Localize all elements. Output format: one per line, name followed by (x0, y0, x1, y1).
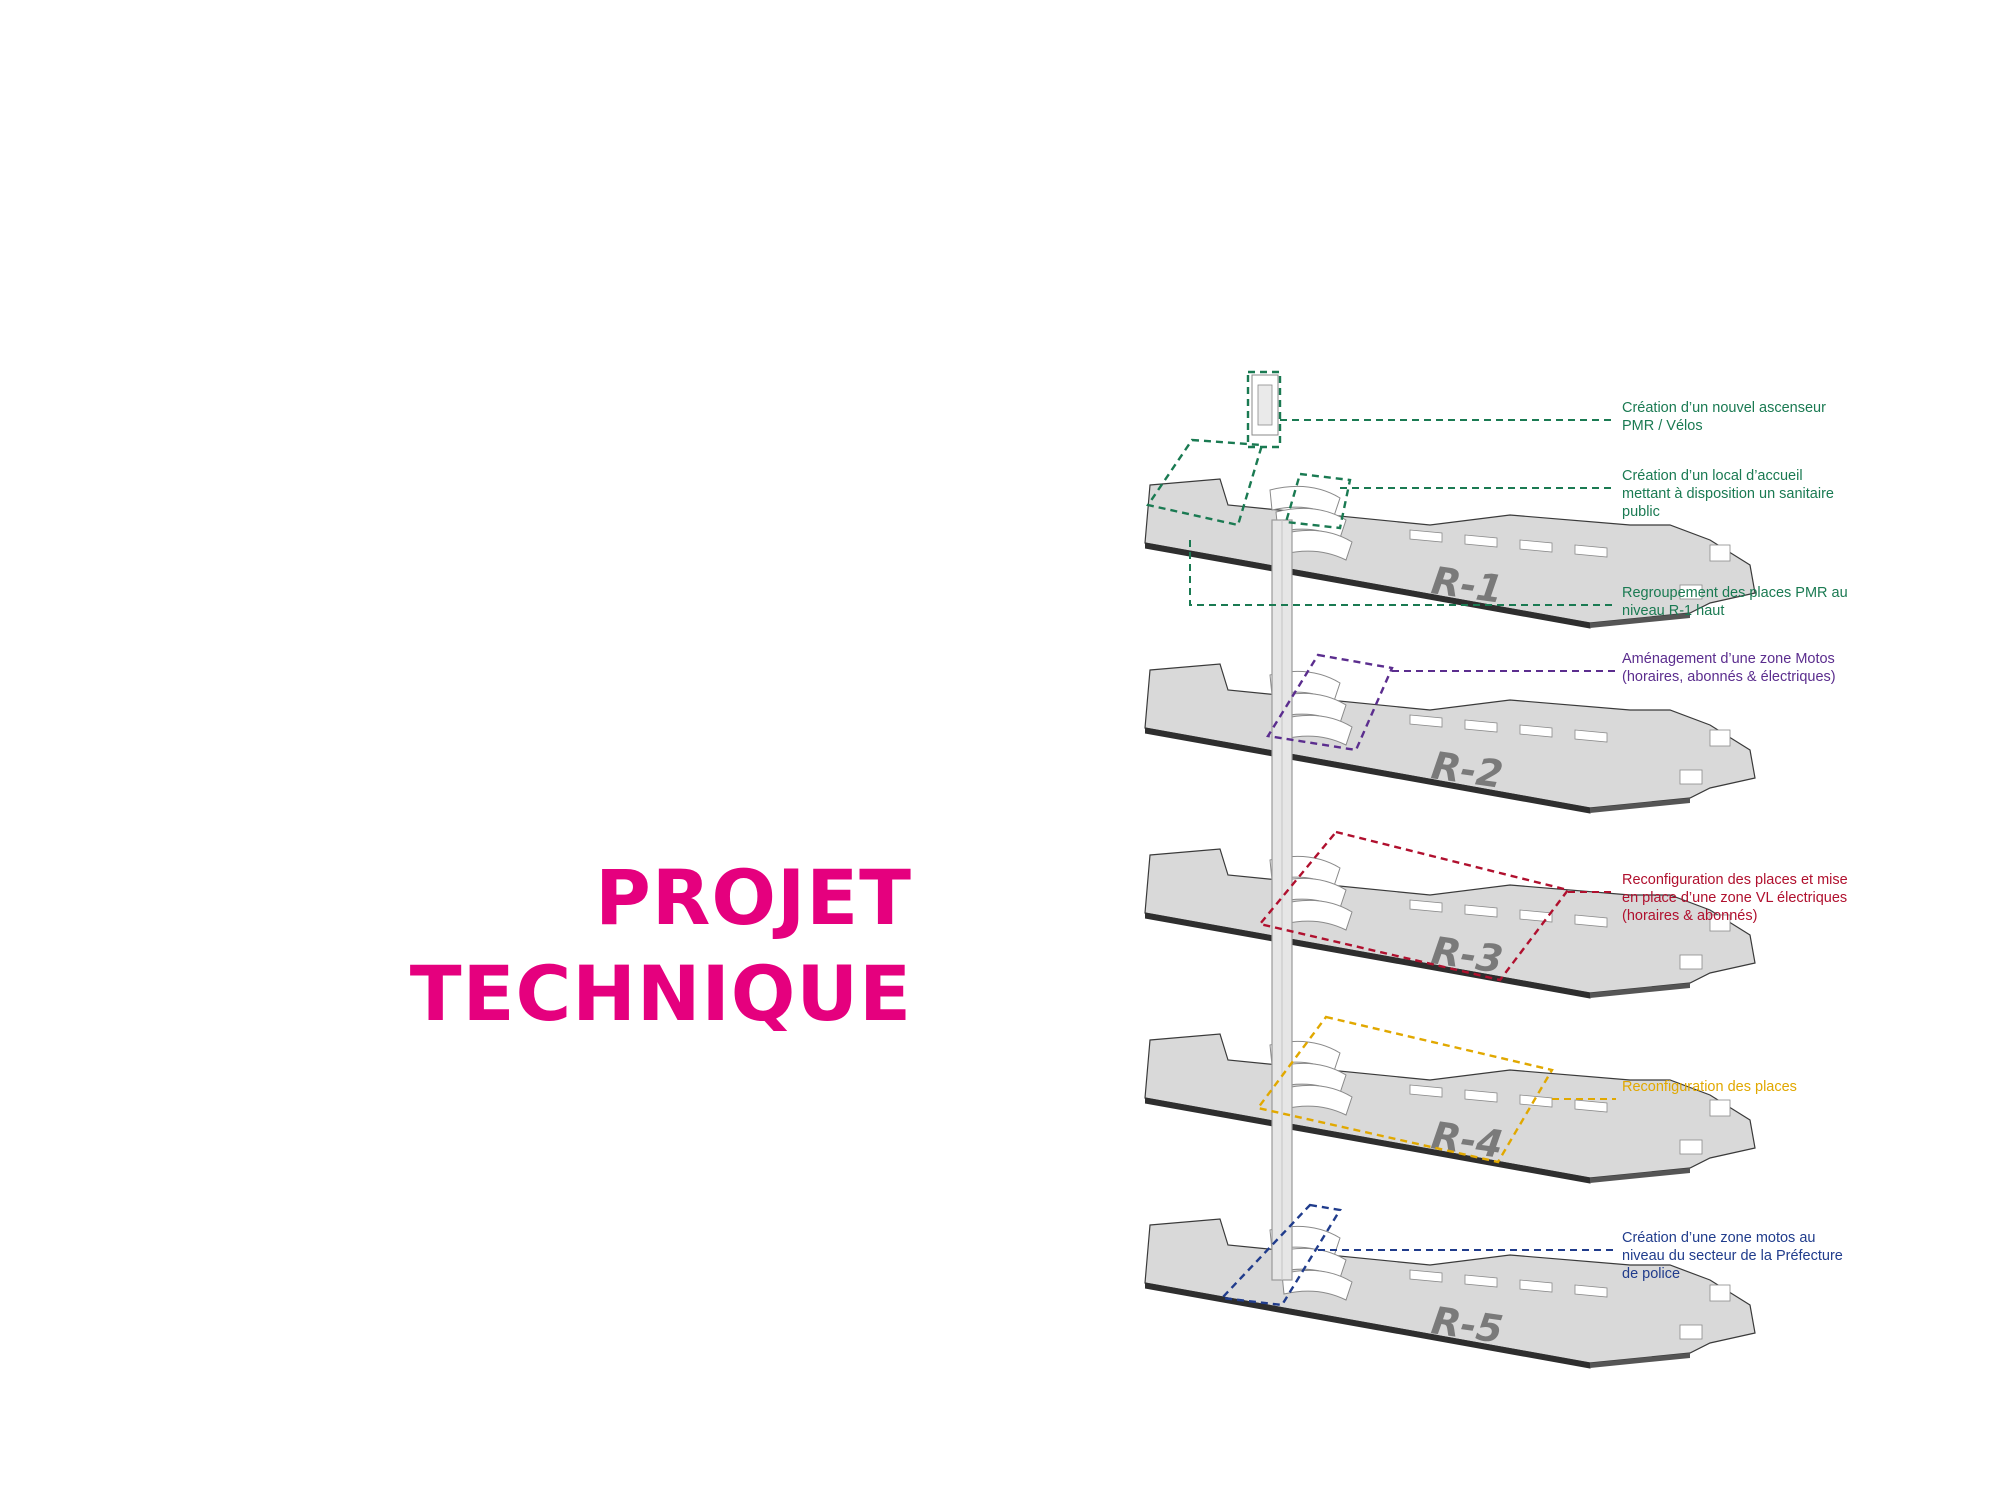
service-room (1709, 544, 1731, 562)
ramp (1281, 1084, 1353, 1116)
annotation-line: (horaires & abonnés) (1622, 908, 1757, 924)
service-room (1709, 1099, 1731, 1117)
stall-block (1574, 914, 1608, 928)
service-room (1709, 729, 1731, 747)
zone-ev (1257, 830, 1571, 982)
service-room (1709, 1284, 1731, 1302)
zone-prefecture-motos (1219, 1203, 1342, 1307)
slab-edge-right (1590, 613, 1690, 628)
stall-block (1409, 1084, 1443, 1098)
annotation-3: Regroupement des places PMR au niveau R-1… (1622, 585, 1848, 619)
level-4: R-4 (1144, 1033, 1756, 1184)
level-label: R-2 (1429, 743, 1506, 797)
title-line-2: TECHNIQUE (409, 949, 912, 1038)
annotation-4: Aménagement d’une zone Motos (horaires, a… (1622, 651, 1836, 685)
zone-sanitary (1284, 472, 1352, 530)
annotation-line: niveau du secteur de la Préfecture (1622, 1248, 1843, 1264)
annotation-line: en place d’une zone VL électriques (1622, 890, 1847, 906)
annotation-line: PMR / Vélos (1622, 418, 1703, 434)
zone-motos (1266, 653, 1394, 752)
floor-stack: R-1R-2R-3R-4R-5 (1144, 478, 1756, 1369)
slab-edge-right (1590, 798, 1690, 813)
slab-edge-right (1590, 1168, 1690, 1183)
annotation-line: Regroupement des places PMR au (1622, 585, 1848, 601)
level-label: R-1 (1429, 558, 1506, 612)
level-3: R-3 (1144, 848, 1756, 999)
service-room (1709, 914, 1731, 932)
ramp (1281, 714, 1353, 746)
level-label: R-3 (1429, 928, 1506, 982)
slab-edge-right (1590, 1353, 1690, 1368)
annotation-6: Reconfiguration des places (1622, 1079, 1797, 1095)
stall-block (1519, 1279, 1553, 1293)
stall-block (1409, 714, 1443, 728)
annotation-line: Création d’un nouvel ascenseur (1622, 400, 1826, 416)
service-room (1679, 584, 1703, 600)
stall-block (1464, 1089, 1498, 1103)
service-room (1679, 769, 1703, 785)
annotation-line: de police (1622, 1266, 1680, 1282)
ramp (1281, 899, 1353, 931)
title-line-1: PROJET (595, 853, 912, 942)
stall-block (1464, 904, 1498, 918)
highlight-zones (1146, 370, 1571, 1307)
annotation-line: Reconfiguration des places et mise (1622, 872, 1848, 888)
service-room (1679, 1324, 1703, 1340)
annotation-line: niveau R-1 haut (1622, 603, 1724, 619)
service-room (1679, 1139, 1703, 1155)
level-2: R-2 (1144, 663, 1756, 814)
annotation-line: mettant à disposition un sanitaire (1622, 486, 1834, 502)
annotation-7: Création d’une zone motos au niveau du se… (1622, 1230, 1843, 1282)
annotation-line: Création d’une zone motos au (1622, 1230, 1815, 1246)
stall-block (1464, 1274, 1498, 1288)
elevator-cabin (1257, 384, 1273, 426)
page-title: PROJET TECHNIQUE (410, 850, 912, 1042)
zone-reconfig (1255, 1015, 1554, 1164)
stall-block (1519, 724, 1553, 738)
elevator-shaft (1251, 374, 1293, 1281)
stall-block (1574, 729, 1608, 743)
level-label: R-4 (1429, 1113, 1506, 1167)
stall-block (1519, 909, 1553, 923)
annotation-line: Création d’un local d’accueil (1622, 468, 1803, 484)
stall-block (1519, 1094, 1553, 1108)
stall-block (1574, 544, 1608, 558)
stall-block (1574, 1284, 1608, 1298)
stall-block (1464, 719, 1498, 733)
stall-block (1464, 534, 1498, 548)
leader-line (1189, 540, 1616, 606)
slab-edge-right (1590, 983, 1690, 998)
annotation-line: Aménagement d’une zone Motos (1622, 651, 1835, 667)
level-5: R-5 (1144, 1218, 1756, 1369)
level-1: R-1 (1144, 478, 1756, 629)
annotation-leaders (1189, 419, 1616, 1251)
stall-block (1409, 899, 1443, 913)
annotation-5: Reconfiguration des places et mise en pla… (1622, 872, 1848, 924)
annotation-2: Création d’un local d’accueil mettant à d… (1622, 468, 1834, 520)
annotation-line: Reconfiguration des places (1622, 1079, 1797, 1095)
stall-block (1519, 539, 1553, 553)
service-room (1679, 954, 1703, 970)
annotation-line: public (1622, 504, 1660, 520)
stall-block (1409, 529, 1443, 543)
level-label: R-5 (1429, 1298, 1506, 1352)
ramp (1281, 529, 1353, 561)
stall-block (1574, 1099, 1608, 1113)
annotation-line: (horaires, abonnés & électriques) (1622, 669, 1836, 685)
stall-block (1409, 1269, 1443, 1283)
